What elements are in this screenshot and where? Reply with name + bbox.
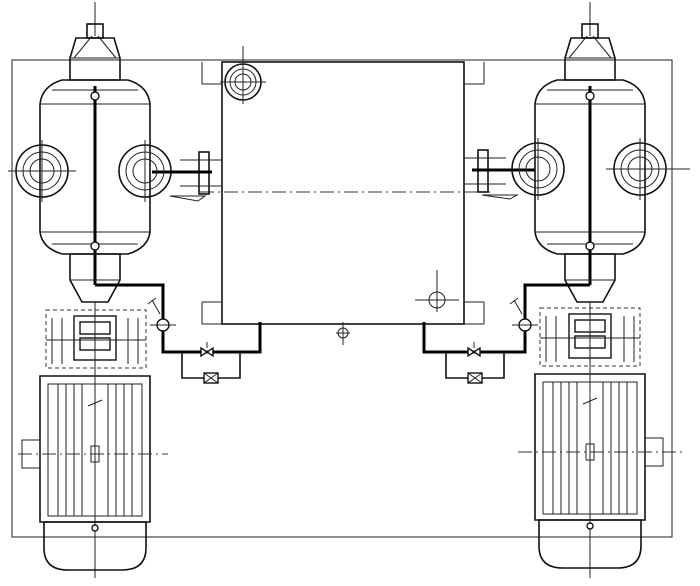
left-bypass [181,352,241,384]
right-motor [518,368,684,578]
right-port-outer [606,138,690,200]
right-pump-unit [422,2,690,578]
left-top-guard [69,2,121,81]
tank-top-nozzle [220,46,266,104]
left-port-outer [8,140,76,202]
left-port-inner [118,140,172,202]
left-inline-valve [147,297,176,332]
left-motor-fan-cover [43,521,147,571]
right-pump-casing [534,79,646,255]
right-coupling [539,302,641,370]
center-tank [200,61,490,345]
left-gate-valve [200,342,214,358]
left-motor [18,370,168,578]
right-bypass [445,352,505,384]
left-coupling [45,302,147,370]
left-pump-unit [8,2,262,578]
right-inline-valve [509,297,538,332]
right-top-guard [564,2,616,81]
right-port-inner [511,138,565,200]
tank-outlet-fitting [415,270,459,312]
base-frame [11,59,673,538]
right-motor-fan-cover [538,519,642,569]
right-tank-flange [464,149,535,200]
left-tank-flange [152,151,222,202]
right-gate-valve [467,342,481,358]
